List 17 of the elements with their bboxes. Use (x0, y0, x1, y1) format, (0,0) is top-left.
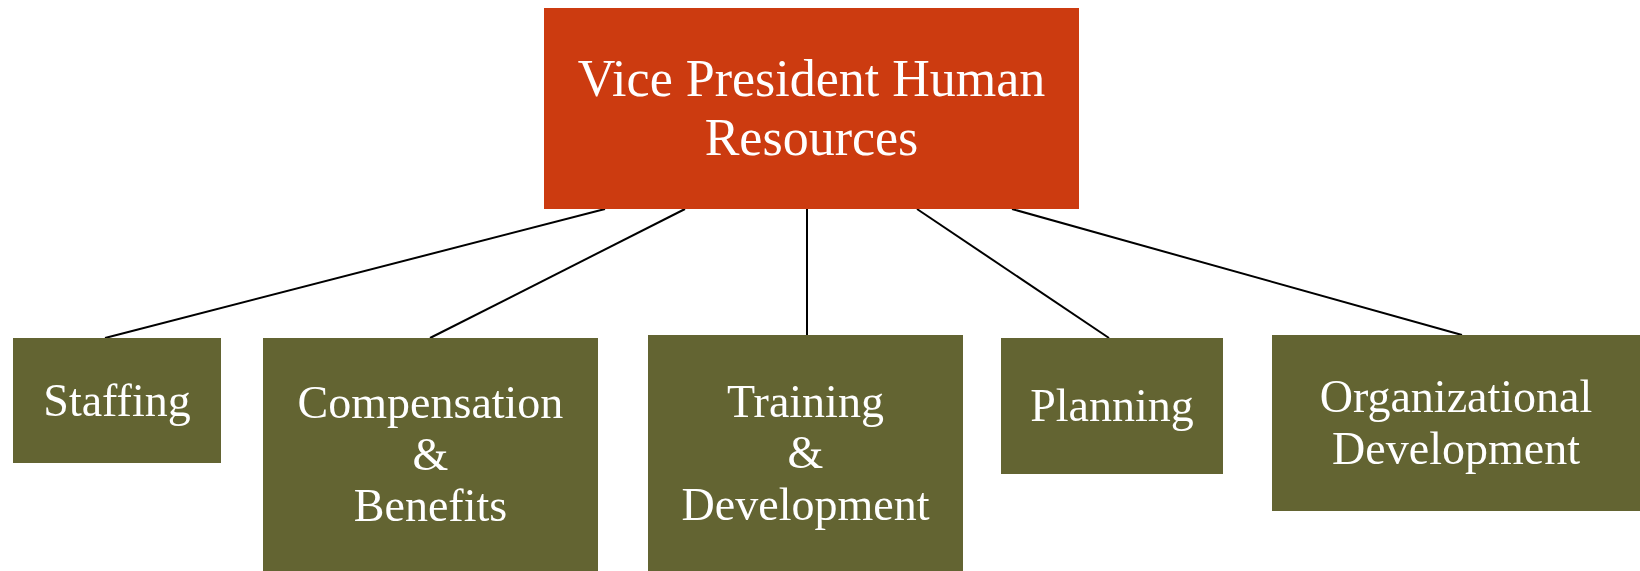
connector-line (104, 208, 606, 339)
connector-line (806, 208, 808, 336)
department-box (1272, 335, 1640, 511)
box-label: Planning (1030, 380, 1194, 432)
connector-line (1011, 208, 1463, 336)
department-box (263, 338, 598, 571)
box-label: Vice President Human Resources (576, 50, 1047, 167)
connector-line (429, 208, 686, 339)
connector-line (916, 208, 1110, 339)
department-box (1001, 338, 1223, 474)
department-box (13, 338, 221, 463)
box-label: Compensation & Benefits (296, 377, 565, 532)
box-label: Training & Development (680, 375, 931, 531)
department-box (648, 335, 963, 571)
box-label: Organizational Development (1318, 371, 1594, 475)
box-label: Staffing (43, 374, 191, 427)
executive-box (544, 8, 1079, 209)
